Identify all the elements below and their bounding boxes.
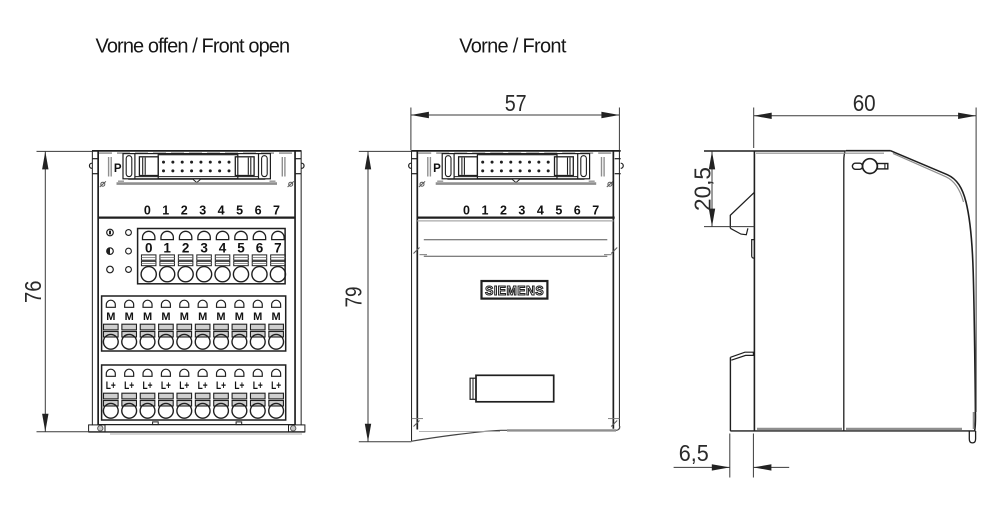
svg-text:M: M xyxy=(161,311,170,323)
svg-text:60: 60 xyxy=(853,90,876,116)
svg-text:2: 2 xyxy=(182,240,190,255)
svg-text:0: 0 xyxy=(144,203,151,217)
svg-text:5: 5 xyxy=(236,203,243,217)
svg-text:P: P xyxy=(433,163,441,175)
svg-text:SIEMENS: SIEMENS xyxy=(485,284,544,298)
svg-text:2: 2 xyxy=(500,203,507,217)
svg-text:4: 4 xyxy=(219,240,227,255)
svg-text:3: 3 xyxy=(518,203,525,217)
svg-text:L+: L+ xyxy=(106,380,116,392)
svg-text:M: M xyxy=(216,311,225,323)
svg-text:L+: L+ xyxy=(143,380,153,392)
svg-text:3: 3 xyxy=(200,240,208,255)
svg-text:1: 1 xyxy=(481,203,488,217)
svg-text:M: M xyxy=(143,311,152,323)
svg-text:M: M xyxy=(253,311,262,323)
svg-text:6: 6 xyxy=(574,203,581,217)
svg-text:20,5: 20,5 xyxy=(690,167,716,211)
svg-text:6: 6 xyxy=(256,240,264,255)
svg-text:2: 2 xyxy=(181,203,188,217)
svg-text:L+: L+ xyxy=(253,380,263,392)
svg-text:Vorne offen / Front open: Vorne offen / Front open xyxy=(96,35,290,57)
svg-text:L+: L+ xyxy=(198,380,208,392)
svg-text:M: M xyxy=(125,311,134,323)
svg-text:L+: L+ xyxy=(124,380,134,392)
svg-text:L+: L+ xyxy=(271,380,281,392)
svg-text:7: 7 xyxy=(274,240,282,255)
svg-text:5: 5 xyxy=(237,240,245,255)
svg-text:6,5: 6,5 xyxy=(679,440,709,466)
svg-text:M: M xyxy=(180,311,189,323)
svg-text:1: 1 xyxy=(163,240,171,255)
svg-text:M: M xyxy=(235,311,244,323)
svg-text:79: 79 xyxy=(341,287,367,308)
svg-text:7: 7 xyxy=(592,203,599,217)
svg-text:L+: L+ xyxy=(179,380,189,392)
svg-text:57: 57 xyxy=(505,90,527,116)
svg-text:6: 6 xyxy=(255,203,262,217)
svg-text:L+: L+ xyxy=(234,380,244,392)
svg-text:M: M xyxy=(272,311,281,323)
svg-text:M: M xyxy=(106,311,115,323)
svg-text:4: 4 xyxy=(218,203,225,217)
svg-text:1: 1 xyxy=(162,203,169,217)
svg-text:0: 0 xyxy=(145,240,153,255)
svg-text:L+: L+ xyxy=(161,380,171,392)
svg-text:3: 3 xyxy=(199,203,206,217)
svg-text:L+: L+ xyxy=(216,380,226,392)
svg-text:Vorne / Front: Vorne / Front xyxy=(459,35,567,57)
svg-text:5: 5 xyxy=(555,203,562,217)
svg-text:M: M xyxy=(198,311,207,323)
svg-text:76: 76 xyxy=(20,280,46,303)
svg-text:7: 7 xyxy=(273,203,280,217)
svg-text:0: 0 xyxy=(463,203,470,217)
svg-text:P: P xyxy=(114,163,122,175)
svg-text:4: 4 xyxy=(537,203,544,217)
